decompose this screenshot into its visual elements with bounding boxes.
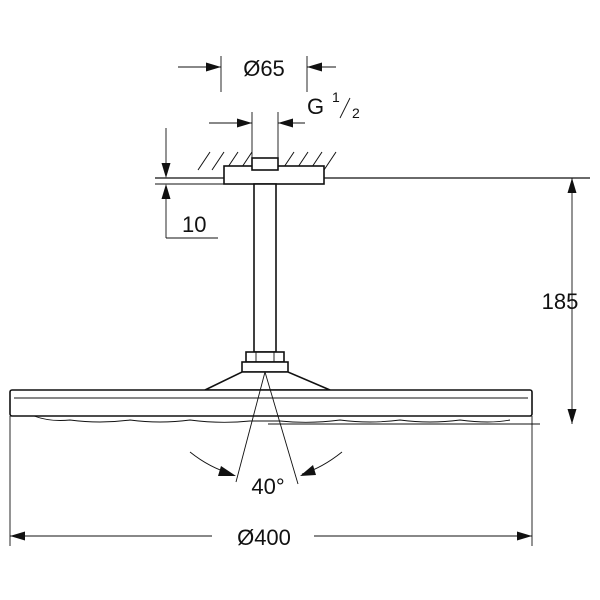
- head-diameter-dimension: Ø400: [9, 416, 533, 550]
- arrowhead: [517, 531, 532, 541]
- thread-nipple: [251, 157, 279, 171]
- head-plate: [9, 389, 533, 417]
- arrowhead: [161, 184, 171, 199]
- ceiling-offset-dimension: 10: [155, 128, 224, 239]
- arrowhead: [307, 62, 322, 72]
- shower-arm: [241, 183, 289, 373]
- thread-numerator: 1: [332, 89, 340, 105]
- ceiling-offset-label: 10: [182, 212, 206, 237]
- arrowhead: [206, 62, 221, 72]
- fraction-slash: [339, 97, 351, 119]
- spray-angle-dimension: 40°: [189, 371, 343, 499]
- arrowhead: [161, 163, 171, 178]
- nozzle-row: [33, 415, 511, 423]
- arrowhead: [567, 409, 577, 424]
- arm-nut-lower: [241, 361, 289, 373]
- arrowhead: [278, 118, 293, 128]
- escutcheon-diameter-label: Ø65: [243, 56, 285, 81]
- thread-denominator: 2: [352, 105, 360, 121]
- spray-line-left: [235, 371, 266, 483]
- label-backdrop: [212, 520, 314, 550]
- arrowhead: [300, 465, 316, 476]
- escutcheon-diameter-dimension: Ø65: [178, 56, 336, 92]
- spray-line-right: [264, 371, 299, 485]
- thread-label: G: [307, 94, 324, 119]
- arm-tube: [253, 183, 277, 353]
- ceiling-flange: [223, 157, 325, 185]
- spray-angle-label: 40°: [251, 474, 284, 499]
- thread-dimension: G 1 2: [209, 89, 360, 158]
- ceiling: [155, 151, 590, 179]
- arrowhead: [10, 531, 25, 541]
- height-dimension: 185: [542, 178, 579, 424]
- arrowhead: [237, 118, 252, 128]
- shower-head: [9, 371, 540, 425]
- height-label: 185: [542, 289, 579, 314]
- arrowhead: [567, 178, 577, 193]
- arm-nut-upper: [245, 351, 285, 363]
- arrowhead: [218, 466, 236, 476]
- head-diameter-label: Ø400: [237, 525, 291, 550]
